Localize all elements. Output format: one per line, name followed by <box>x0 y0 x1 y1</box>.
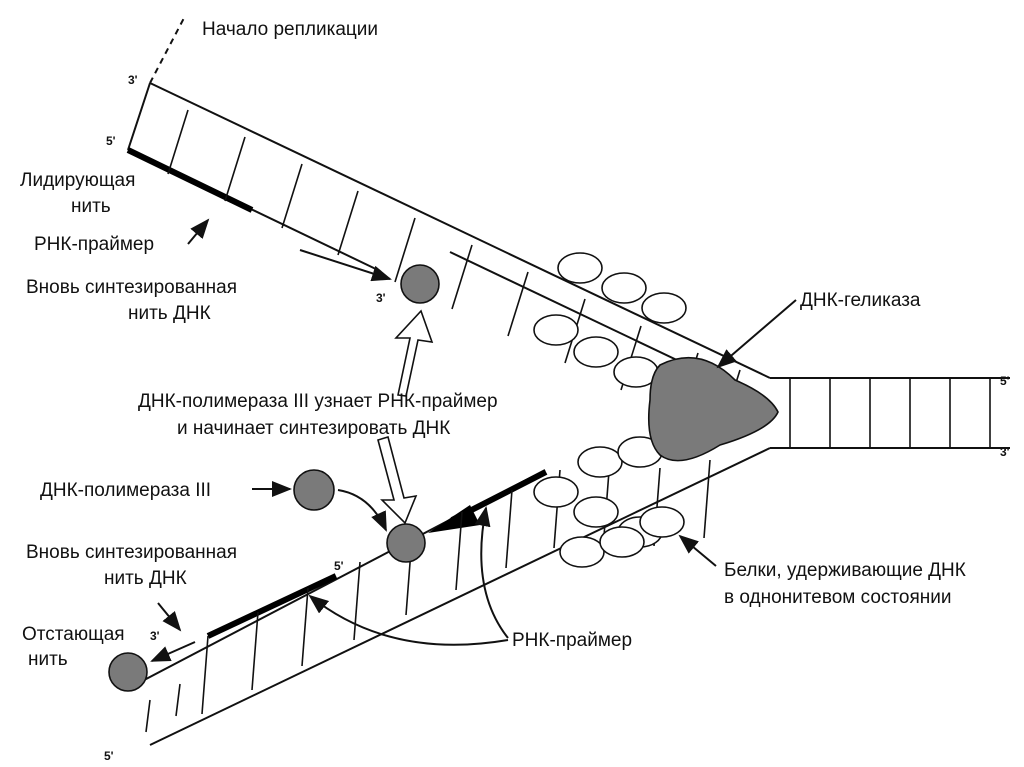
upper-rung <box>281 163 303 229</box>
lower-rung <box>505 489 513 569</box>
primer-bottom-curve-2 <box>474 506 509 639</box>
upper-rung <box>507 271 529 337</box>
upper-left-end-cap <box>127 82 151 151</box>
lower-rna-primer <box>206 573 338 639</box>
label-pol3-recognizes-2: и начинает синтезировать ДНК <box>177 418 450 439</box>
label-ssb-2: в однонитевом состоянии <box>724 587 951 608</box>
ssb-protein <box>557 252 603 284</box>
lower-rung <box>251 611 259 691</box>
upper-rung <box>394 217 416 283</box>
lower-rung <box>301 587 309 667</box>
lower-rung <box>353 561 361 641</box>
end-poly-top-3: 3' <box>376 291 386 305</box>
hollow-arrow-up <box>394 309 434 397</box>
helicase-shape <box>647 357 779 462</box>
upper-rung <box>451 244 473 310</box>
ssb-protein <box>639 506 685 538</box>
ssb-protein <box>601 272 647 304</box>
lower-rung <box>703 459 711 539</box>
ssb-protein <box>573 496 619 528</box>
lower-rung <box>455 511 463 591</box>
ssb-protein <box>599 526 645 558</box>
label-rna-primer-bottom: РНК-праймер <box>512 630 632 651</box>
lower-parental-strand <box>149 447 771 746</box>
lower-rungs <box>145 457 711 733</box>
end-right-3: 3' <box>1000 445 1010 459</box>
label-leading-1: Лидирующая <box>20 170 135 191</box>
new-strand-bottom-pointer <box>157 602 182 632</box>
label-leading-2: нить <box>71 196 111 217</box>
label-rna-primer-top: РНК-праймер <box>34 234 154 255</box>
end-lag-5: 5' <box>334 559 344 573</box>
label-helicase: ДНК-геликаза <box>800 290 921 311</box>
upper-rna-primer <box>126 147 254 213</box>
primer-top-pointer <box>187 218 210 245</box>
end-top-left-5: 5' <box>106 134 116 148</box>
duplex-rungs <box>789 378 991 448</box>
lower-arm <box>124 447 771 746</box>
lower-rung <box>145 699 151 733</box>
label-lagging-2: нить <box>28 649 68 670</box>
upper-parental-strand <box>149 82 771 379</box>
ssb-pointer <box>678 534 717 567</box>
end-lag-3: 3' <box>150 629 160 643</box>
lower-rung <box>175 683 181 717</box>
pol3-move-curve <box>337 489 387 532</box>
end-bottom-5: 5' <box>104 749 114 763</box>
ssb-proteins <box>533 252 687 568</box>
upper-rung <box>167 109 189 175</box>
label-pol3-recognizes-1: ДНК-полимераза III узнает РНК-праймер <box>138 391 498 412</box>
upper-arm <box>126 17 771 435</box>
label-new-strand-top-1: Вновь синтезированная <box>26 277 237 298</box>
label-pol3: ДНК-полимераза III <box>40 480 211 501</box>
ssb-protein <box>533 476 579 508</box>
upper-rung <box>337 190 359 256</box>
end-top-left-3: 3' <box>128 73 138 87</box>
lagging-arrow <box>150 641 196 662</box>
label-ssb-1: Белки, удерживающие ДНК <box>724 560 966 581</box>
polymerase-leading <box>400 264 440 304</box>
helicase-pointer <box>716 299 797 369</box>
polymerase-lagging <box>386 523 426 563</box>
polymerase-lagging-end <box>108 652 148 692</box>
hollow-arrow-down <box>377 435 418 525</box>
upper-synthesis-arrow <box>299 249 392 282</box>
ssb-protein <box>533 314 579 346</box>
ssb-protein <box>577 446 623 478</box>
ssb-protein <box>641 292 687 324</box>
parental-duplex <box>770 377 1010 449</box>
label-new-strand-top-2: нить ДНК <box>128 303 211 324</box>
ssb-protein <box>559 536 605 568</box>
primer-bottom-curve-1 <box>308 594 509 646</box>
label-new-strand-bottom-2: нить ДНК <box>104 568 187 589</box>
upper-rung <box>224 136 246 202</box>
polymerase-free <box>293 469 335 511</box>
end-right-5: 5' <box>1000 374 1010 388</box>
label-new-strand-bottom-1: Вновь синтезированная <box>26 542 237 563</box>
lagging-direction-arrowhead <box>428 505 480 533</box>
label-lagging-1: Отстающая <box>22 624 125 645</box>
ssb-protein <box>573 336 619 368</box>
origin-dashed-line <box>149 17 185 84</box>
label-origin: Начало репликации <box>202 19 378 40</box>
lower-rung <box>201 635 209 715</box>
upper-unpaired-strand <box>449 251 703 373</box>
